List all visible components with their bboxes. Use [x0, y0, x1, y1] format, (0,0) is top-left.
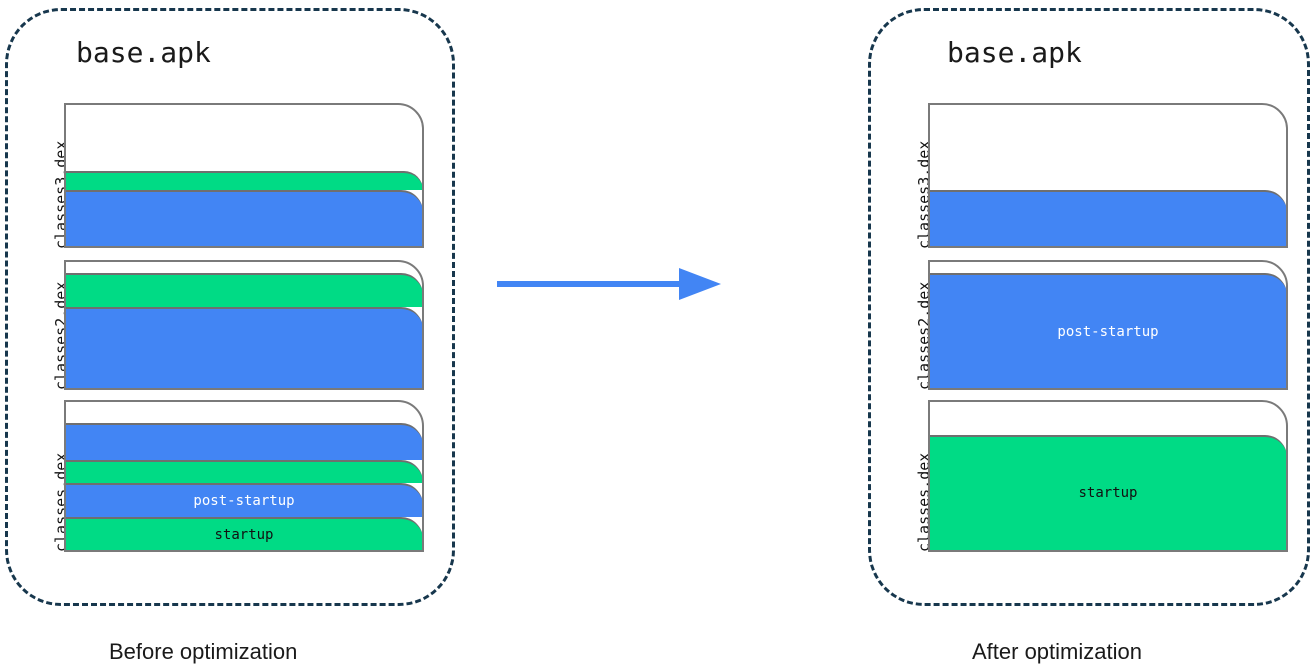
caption-before-optimization: Before optimization	[109, 639, 298, 664]
transition-arrow	[497, 262, 721, 306]
dex-band-after-classes3-dex-post-startup	[930, 189, 1286, 246]
caption-after-optimization: After optimization	[972, 639, 1142, 664]
dex-block-after-classes3	[928, 103, 1288, 248]
band-label-post-startup: post-startup	[193, 493, 295, 510]
dex-band-before-classes-dex-startup	[66, 459, 422, 484]
dex-block-after-classes2: post-startup	[928, 260, 1288, 390]
dex-band-before-classes-dex-startup: startup	[66, 517, 422, 550]
dex-block-after-classes: startup	[928, 400, 1288, 552]
dex-band-before-classes-dex-post-startup: post-startup	[66, 483, 422, 518]
band-label-startup: startup	[1078, 485, 1138, 502]
band-label-post-startup: post-startup	[1057, 323, 1159, 340]
dex-band-before-classes3-dex-post-startup	[66, 189, 422, 246]
dex-block-before-classes3	[64, 103, 424, 248]
dex-band-after-classes2-dex-post-startup: post-startup	[930, 273, 1286, 388]
dex-band-after-classes-dex-startup: startup	[930, 434, 1286, 550]
right-arrow-icon	[497, 268, 721, 300]
dex-band-before-classes3-dex-startup	[66, 171, 422, 190]
dex-band-before-classes-dex-post-startup	[66, 422, 422, 460]
band-label-startup: startup	[214, 526, 274, 543]
dex-block-before-classes2	[64, 260, 424, 390]
apk-title-after: base.apk	[947, 36, 1082, 69]
dex-band-before-classes2-dex-startup	[66, 273, 422, 308]
dex-block-before-classes: startup post-startup	[64, 400, 424, 552]
dex-band-before-classes2-dex-post-startup	[66, 307, 422, 388]
apk-title-before: base.apk	[76, 36, 211, 69]
